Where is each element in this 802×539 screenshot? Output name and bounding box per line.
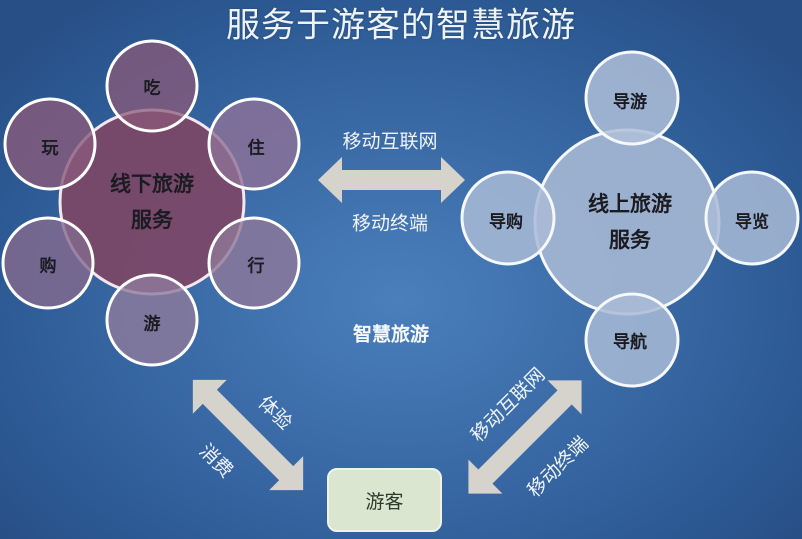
offline-center-line2: 服务 xyxy=(131,208,173,232)
visitor-label: 游客 xyxy=(365,490,404,513)
horizontal-double-arrow xyxy=(318,157,465,203)
satellite-label-shop: 购 xyxy=(39,256,57,277)
offline-center-label: 线下旅游 服务 xyxy=(110,166,194,238)
online-center-label: 线上旅游 服务 xyxy=(588,186,672,258)
online-center-line1: 线上旅游 xyxy=(588,192,672,216)
offline-satellite-stay xyxy=(207,97,301,191)
satellite-label-guide: 导游 xyxy=(613,92,647,113)
horizontal-arrow-bottom-label: 移动终端 xyxy=(351,212,429,235)
satellite-label-stay: 住 xyxy=(247,138,265,159)
offline-center-line1: 线下旅游 xyxy=(110,172,194,196)
offline-satellite-shop xyxy=(1,216,95,310)
satellite-label-travel: 行 xyxy=(247,256,265,277)
satellite-label-shopping-guide: 导购 xyxy=(489,212,523,233)
offline-satellite-tour xyxy=(105,273,199,367)
online-center-line2: 服务 xyxy=(609,228,651,252)
satellite-label-browse: 导览 xyxy=(735,212,769,233)
online-satellite-navigation xyxy=(584,292,680,388)
online-satellite-guide xyxy=(584,50,680,146)
offline-cluster xyxy=(1,39,301,367)
satellite-label-navigation: 导航 xyxy=(613,332,647,353)
satellite-label-play: 玩 xyxy=(41,138,59,159)
online-satellite-browse xyxy=(704,170,800,266)
online-cluster xyxy=(460,50,800,388)
smart-tourism-label: 智慧旅游 xyxy=(352,323,430,346)
left-diagonal-arrow xyxy=(192,379,304,491)
page-title: 服务于游客的智慧旅游 xyxy=(226,5,576,46)
offline-satellite-play xyxy=(3,97,97,191)
satellite-label-tour: 游 xyxy=(143,314,161,335)
visitor-box: 游客 xyxy=(327,468,442,532)
right-diagonal-arrow xyxy=(468,380,582,494)
online-satellite-shopping-guide xyxy=(460,170,556,266)
satellite-label-eat: 吃 xyxy=(143,78,161,99)
offline-satellite-eat xyxy=(105,39,199,133)
offline-satellite-travel xyxy=(207,216,301,310)
horizontal-arrow-top-label: 移动互联网 xyxy=(342,130,438,153)
